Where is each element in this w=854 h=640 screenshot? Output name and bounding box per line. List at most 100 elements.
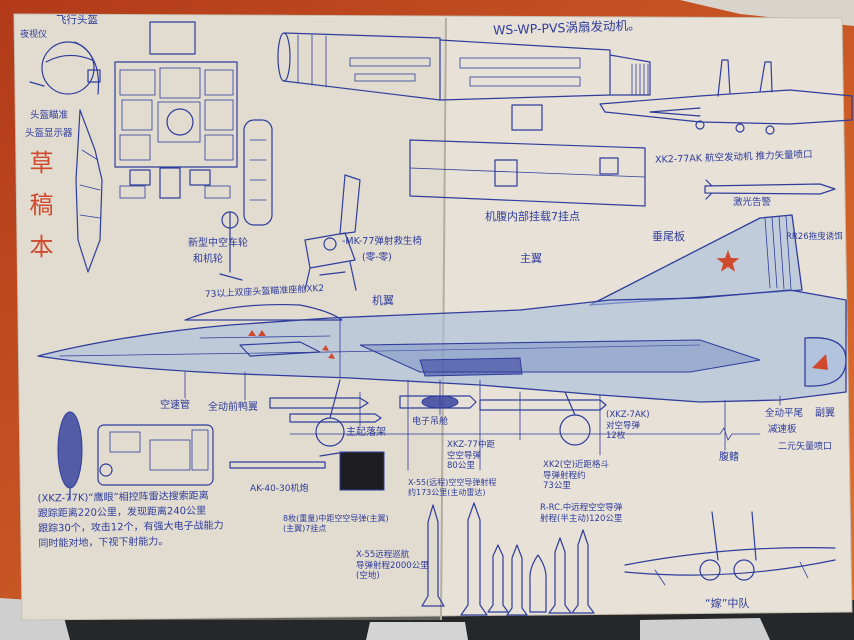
panel-foot — [204, 185, 231, 199]
front-intake — [733, 559, 755, 581]
seat-head — [323, 237, 337, 251]
underwing-stores — [184, 371, 781, 471]
missile-lineup — [421, 502, 595, 616]
helmet-mic — [29, 81, 45, 87]
radar-module — [191, 429, 209, 471]
cockpit-panel-sketch — [114, 21, 238, 199]
radar-sketch — [57, 411, 214, 501]
left-page-shade — [14, 14, 446, 620]
canopy — [184, 304, 343, 321]
store-missile — [289, 413, 382, 423]
note-line: XK2(空)近距格斗 — [543, 460, 609, 470]
anti-air-missile-note: (XKZ-7AK) 对空导弹 12枚 — [606, 410, 650, 442]
panel-display — [204, 99, 234, 131]
note-line: 约173公里(主动雷达) — [408, 488, 486, 497]
helmet-display-label: 头盔显示器 — [25, 128, 73, 139]
wheel-label-2: 和机轮 — [193, 254, 223, 265]
squadron-label: “嫁”中队 — [705, 597, 750, 610]
laser-warning-label: 激光告警 — [733, 197, 772, 208]
engine-core-section — [439, 39, 611, 101]
panel-leg — [129, 169, 151, 186]
note-line: R-RC.中远程空空导弹 — [540, 503, 623, 513]
bay-outline — [409, 139, 646, 207]
side-jet-wheel — [735, 123, 745, 133]
side-jet-tails — [717, 59, 773, 97]
side-console-sketch — [243, 119, 273, 226]
leader-lines — [184, 371, 781, 471]
nozzle-2d-label: 二元矢量喷口 — [778, 442, 833, 452]
seat-back — [339, 174, 361, 235]
front-tails — [711, 511, 757, 561]
bay-rack — [599, 157, 619, 175]
weapons-bay-label: 机腹内部挂载7挂点 — [485, 210, 580, 223]
note-line: 射程(半主动)120公里 — [540, 513, 623, 524]
helmet-rim — [74, 41, 100, 95]
fuselage-spine — [59, 319, 701, 379]
wing-top-view — [75, 109, 103, 273]
wing-ribs — [79, 149, 101, 219]
ejection-seat-sketch — [304, 174, 361, 291]
front-wing-lower — [624, 559, 836, 576]
nozzle-red-mark — [812, 354, 828, 370]
panel-display — [121, 99, 153, 131]
store-missile — [269, 397, 369, 409]
side-console-frame — [243, 119, 273, 226]
note-line: XKZ-77中距 — [447, 440, 495, 450]
radar-dish — [57, 411, 83, 489]
engine-pipe — [469, 76, 581, 87]
helmet-title: 飞行头盔 — [56, 14, 98, 26]
note-line: (主翼)7挂点 — [283, 524, 327, 533]
note-line: 8枚(重量)中距空空导弹(主翼) — [283, 514, 389, 523]
draft-mark: 草稿本 — [25, 150, 53, 276]
note-line: 80公里 — [447, 461, 475, 472]
canard-label: 全动前鸭翼 — [208, 402, 258, 413]
missile — [571, 529, 595, 614]
radar-spec: (XKZ-77K)“鹰眼”相控阵雷达搜索距离 跟踪距离220公里，发现距离240… — [37, 488, 224, 551]
missile — [487, 544, 509, 613]
helmet-sight-label: 头盔瞄准 — [30, 110, 69, 121]
note-line: X-55(远程)空空导弹射程 — [408, 478, 497, 487]
panel-display — [119, 69, 156, 96]
front-view-jet — [624, 511, 836, 586]
side-view-jet — [599, 59, 853, 135]
panel-display — [204, 69, 234, 96]
note-line: 对空导弹 — [606, 420, 641, 431]
engine-front-section — [283, 32, 441, 101]
cruise-missile-note: X-55远程巡航 导弹射程2000公里 (空地) — [356, 550, 429, 582]
helmet-sketch — [29, 41, 101, 95]
wing-outline — [75, 109, 103, 273]
front-intake — [699, 559, 721, 581]
note-line: (XKZ-7AK) — [606, 410, 650, 420]
bomb — [529, 554, 547, 613]
fuselage — [37, 289, 847, 403]
side-jet-wheel — [765, 125, 775, 135]
missile — [460, 502, 488, 616]
mid-range-missile-note: XKZ-77中距 空空导弹 80公里 — [447, 440, 495, 472]
reference-line — [289, 427, 761, 441]
helmet-visor — [45, 54, 93, 63]
engine-pipe — [459, 57, 581, 69]
vertical-tail-label: 垂尾板 — [652, 230, 685, 243]
red-star — [716, 250, 740, 272]
fan-stages — [297, 34, 327, 88]
long-range-missile-note: X-55(远程)空空导弹射程 约173公里(主动雷达) — [408, 478, 496, 498]
pitot-label: 空速管 — [160, 400, 190, 411]
radar-body — [97, 424, 214, 486]
seat-label-1: -MK-77弹射救生椅 — [342, 236, 422, 247]
bay-centerline — [409, 167, 646, 178]
weapons-bay-sketch — [409, 139, 646, 207]
missile — [421, 504, 445, 607]
engine-pipe — [349, 57, 431, 67]
gun-barrel — [229, 451, 346, 469]
panel-foot — [119, 185, 146, 199]
pod-label: 电子吊舱 — [412, 417, 449, 427]
panel-frame — [114, 61, 238, 168]
helmet-shell — [41, 41, 95, 95]
tail-stripes — [764, 215, 792, 290]
side-console-buttons — [249, 139, 267, 201]
missile — [548, 537, 572, 614]
strut-base — [219, 273, 243, 281]
panel-display — [157, 101, 201, 143]
note-line: 导弹射程2000公里 — [356, 560, 429, 571]
